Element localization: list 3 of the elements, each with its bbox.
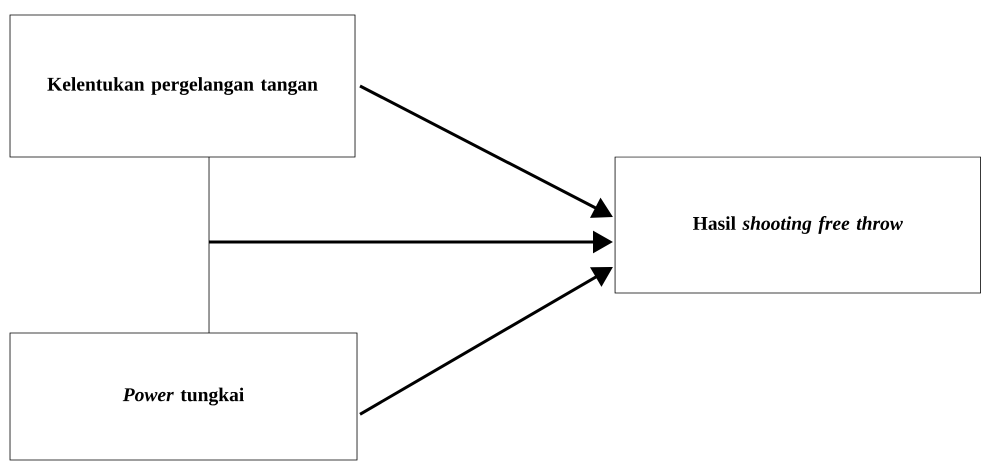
variable-box: Power tungkai	[10, 332, 358, 460]
variable-box: Kelentukan pergelangan tangan	[10, 14, 356, 158]
outcome-box: Hasil shooting free throw	[614, 156, 981, 294]
